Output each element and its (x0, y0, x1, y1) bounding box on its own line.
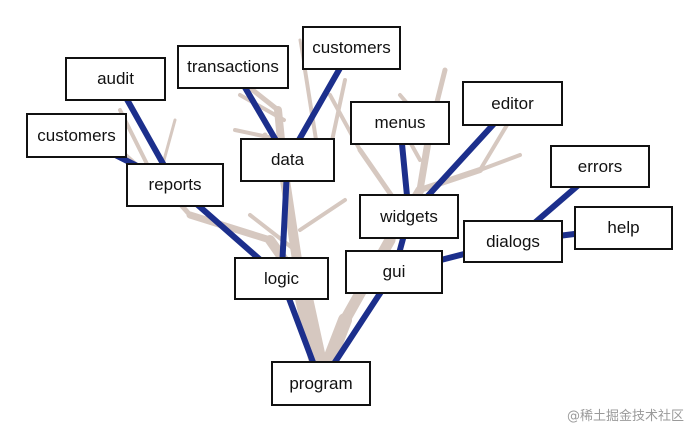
node-transactions: transactions (177, 45, 289, 89)
tree-branch (478, 153, 522, 172)
tree-branch (238, 93, 286, 122)
tree-branch (478, 118, 512, 172)
node-program: program (271, 361, 371, 406)
node-editor: editor (462, 81, 563, 126)
node-errors: errors (550, 145, 650, 188)
node-help: help (574, 206, 673, 250)
node-widgets: widgets (359, 194, 459, 239)
node-logic: logic (234, 257, 329, 300)
tree-branch (186, 211, 274, 244)
tree-branch (248, 213, 297, 252)
node-customers-top: customers (302, 26, 401, 70)
node-data: data (240, 138, 335, 182)
node-reports: reports (126, 163, 224, 207)
node-menus: menus (350, 101, 450, 145)
node-dialogs: dialogs (463, 220, 563, 263)
tree-branch (417, 167, 483, 193)
node-customers-left: customers (26, 113, 127, 158)
node-gui: gui (345, 250, 443, 294)
node-audit: audit (65, 57, 166, 101)
tree-branch (298, 198, 347, 232)
watermark: @稀土掘金技术社区 (566, 409, 684, 424)
